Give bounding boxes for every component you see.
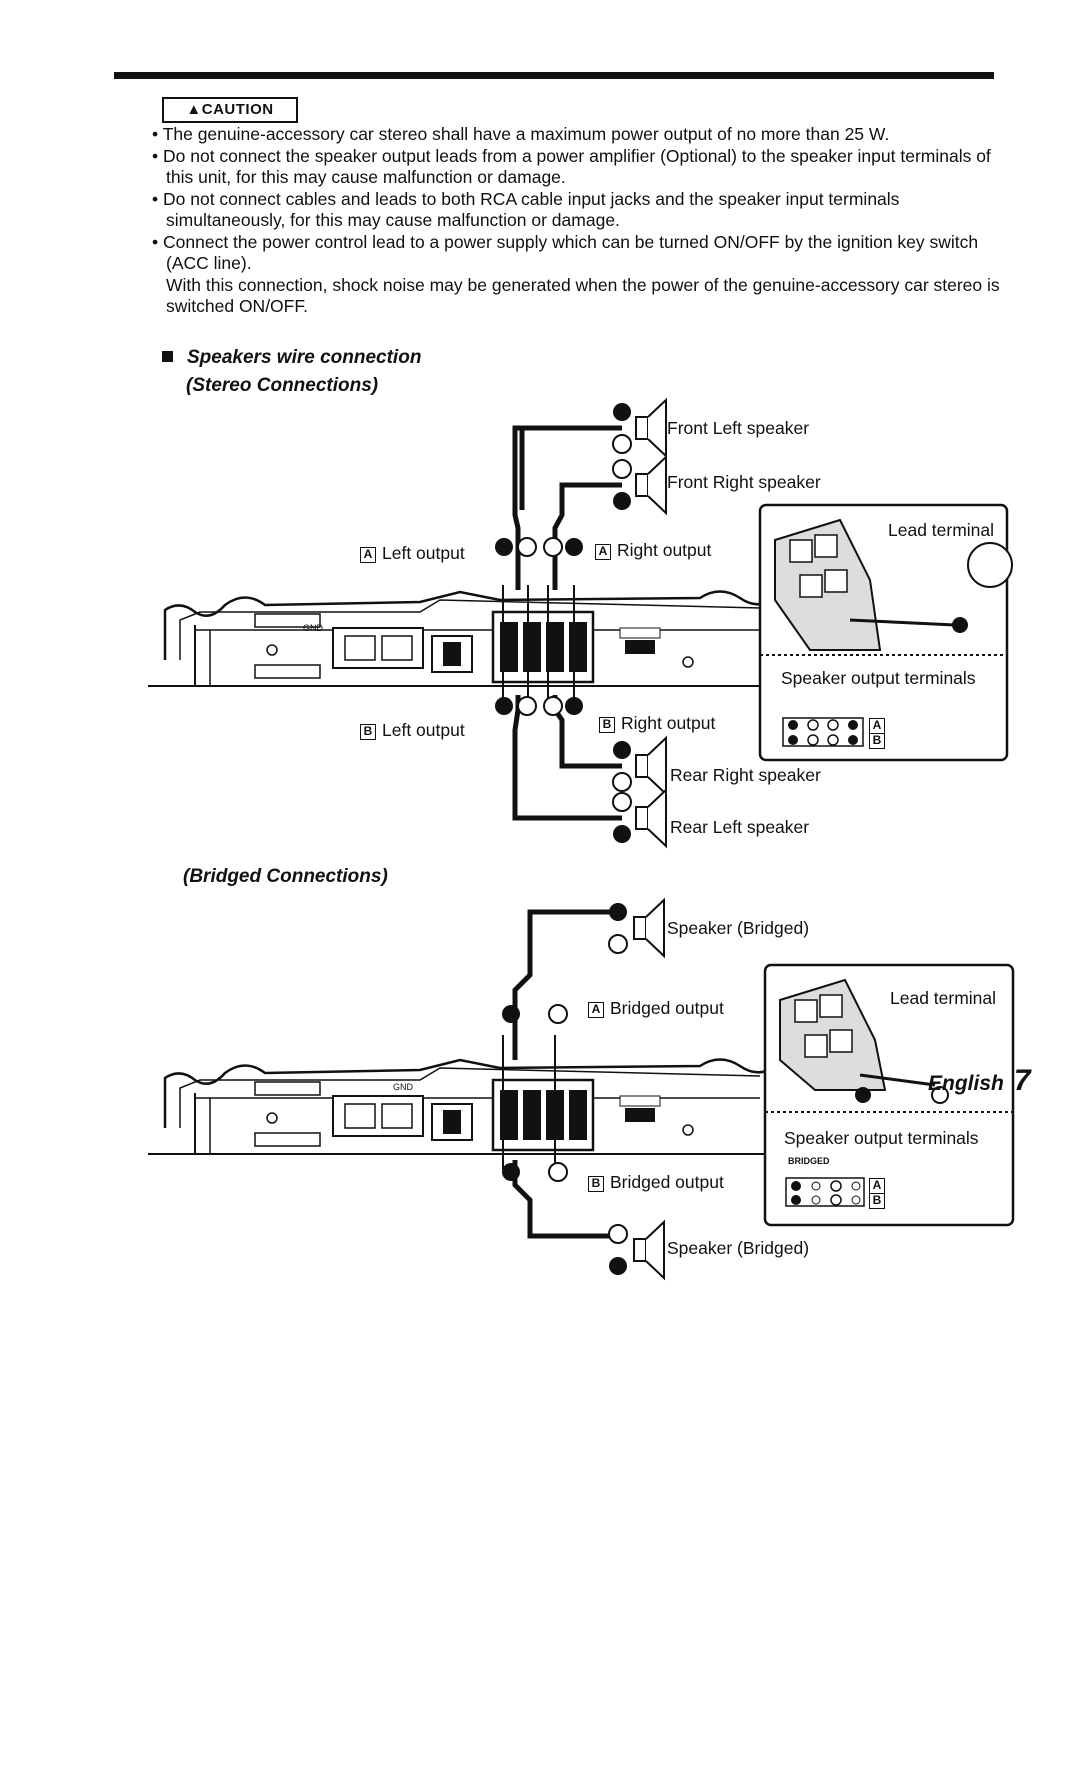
rear-right-speaker-label: Rear Right speaker [670, 765, 821, 785]
bridged-bottom-speaker-label: Speaker (Bridged) [667, 1238, 810, 1258]
caution-item: • Do not connect the speaker output lead… [152, 145, 991, 188]
bridged-tag: BRIDGED [788, 1156, 830, 1166]
rear-right-speaker [635, 737, 667, 795]
bridged-amplifier [146, 1058, 782, 1156]
caution-list: • The genuine-accessory car stereo shall… [152, 124, 1002, 318]
front-left-speaker [635, 399, 667, 457]
stereo-terminal-inset [758, 503, 1013, 762]
bridged-lead-terminal-label: Lead terminal [890, 988, 997, 1008]
stereo-terminals-label: Speaker output terminals [781, 668, 976, 688]
bridged-terminal-grid [791, 1180, 861, 1206]
stereo-wire-outlines [502, 585, 575, 700]
section-title: Speakers wire connection [162, 347, 421, 369]
stereo-lead-terminal-label: Lead terminal [888, 520, 995, 540]
bridged-top-speaker [633, 899, 665, 957]
bridged-grid-tag-a: A [869, 1178, 891, 1194]
bridged-bottom-speaker [633, 1221, 665, 1279]
caution-item: • Connect the power control lead to a po… [152, 231, 979, 274]
stereo-heading: (Stereo Connections) [186, 375, 379, 396]
stereo-polarity-symbols [495, 403, 632, 843]
page-number: 7 [1013, 1064, 1031, 1097]
caution-continuation: With this connection, shock noise may be… [166, 274, 1000, 317]
bridged-terminals-label: Speaker output terminals [784, 1128, 979, 1148]
bridged-grid-tag-b: B [869, 1193, 891, 1209]
rear-left-speaker-label: Rear Left speaker [670, 817, 810, 837]
square-bullet-icon [162, 351, 173, 362]
rear-left-speaker [635, 789, 667, 847]
stereo-grid-tag-a: A [869, 718, 891, 734]
front-right-speaker-label: Front Right speaker [667, 472, 821, 492]
bridged-terminal-inset [763, 963, 1015, 1227]
page-footer: English 7 [928, 1064, 1031, 1098]
caution-item: • The genuine-accessory car stereo shall… [152, 124, 890, 144]
stereo-grid-tag-b: B [869, 733, 891, 749]
caution-label: ▲CAUTION [162, 97, 298, 123]
stereo-gnd-label: GND [303, 623, 323, 633]
stereo-terminal-grid [788, 719, 858, 746]
front-right-speaker [635, 456, 667, 514]
bridged-gnd-label: GND [393, 1082, 413, 1092]
bridged-top-speaker-label: Speaker (Bridged) [667, 918, 810, 938]
top-rule [114, 72, 994, 79]
footer-language: English [928, 1072, 1004, 1095]
bridged-polarity-symbols [502, 903, 628, 1275]
stereo-amplifier [146, 590, 782, 688]
front-left-speaker-label: Front Left speaker [667, 418, 810, 438]
bridged-heading: (Bridged Connections) [183, 866, 388, 887]
caution-item: • Do not connect cables and leads to bot… [152, 188, 900, 231]
bridged-wire-outlines [502, 1035, 556, 1170]
